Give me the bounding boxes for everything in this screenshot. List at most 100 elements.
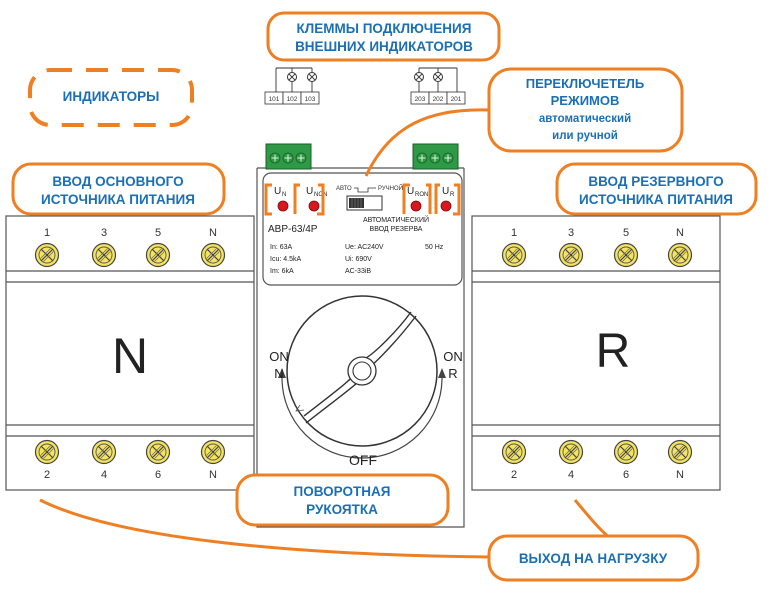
indicator-uron-sub: RON xyxy=(415,192,428,198)
screw-icon xyxy=(91,439,117,465)
indicator-uron-letter: U xyxy=(407,186,414,197)
rotary-handle[interactable] xyxy=(278,295,446,459)
right-bottom-label-2: 2 xyxy=(511,469,517,481)
external-terminals-left: 101 102 103 xyxy=(264,67,320,105)
green-terminal-block-left xyxy=(265,143,312,170)
left-top-label-n: N xyxy=(209,227,217,239)
led-un-icon xyxy=(277,200,289,212)
callout-reserve-input-line1: ВВОД РЕЗЕРВНОГО xyxy=(588,174,723,189)
right-module-letter: R xyxy=(596,325,631,378)
mode-auto-label: АВТО xyxy=(336,186,352,192)
external-terminals-right: 203 202 201 xyxy=(410,67,466,105)
callout-reserve-input: ВВОД РЕЗЕРВНОГО ИСТОЧНИКА ПИТАНИЯ xyxy=(555,162,758,216)
device-spec-in: In: 63A xyxy=(270,244,293,251)
device-spec-icu: Icu: 4.5kA xyxy=(270,256,301,263)
terminal-screw-icon xyxy=(295,152,307,164)
callout-reserve-input-line2: ИСТОЧНИКА ПИТАНИЯ xyxy=(579,192,733,207)
screw-icon xyxy=(34,439,60,465)
terminal-102: 102 xyxy=(287,96,298,103)
callout-rotary-handle: ПОВОРОТНАЯ РУКОЯТКА xyxy=(235,473,450,527)
callout-terminals-line2: ВНЕШНИХ ИНДИКАТОРОВ xyxy=(295,39,473,54)
callout-switch-line3: автоматический xyxy=(539,113,631,125)
indicator-un-letter: U xyxy=(274,186,281,197)
lamp-icon xyxy=(307,72,317,82)
indicator-uron: U RON xyxy=(407,186,428,212)
left-top-label-1: 1 xyxy=(44,227,50,239)
callout-handle-line2: РУКОЯТКА xyxy=(306,502,378,517)
indicator-highlight-left xyxy=(264,183,325,216)
right-top-label-5: 5 xyxy=(623,227,629,239)
screw-icon xyxy=(200,242,226,268)
left-top-label-3: 3 xyxy=(101,227,107,239)
callout-mode-switch: ПЕРЕКЛЮЧЕТЕЛЬ РЕЖИМОВ автоматический или… xyxy=(364,67,684,177)
led-uron-icon xyxy=(410,200,422,212)
callout-handle-line1: ПОВОРОТНАЯ xyxy=(294,484,391,499)
left-bottom-label-2: 2 xyxy=(44,469,50,481)
callout-terminals-line1: КЛЕММЫ ПОДКЛЮЧЕНИЯ xyxy=(297,21,472,36)
screw-icon xyxy=(200,439,226,465)
indicator-un-sub: N xyxy=(282,192,286,198)
led-unon-icon xyxy=(308,200,320,212)
terminal-201: 201 xyxy=(451,96,462,103)
device-subtitle-line2: ВВОД РЕЗЕРВА xyxy=(370,226,423,233)
device-spec-ue: Ue: AC240V xyxy=(345,244,384,251)
dial-on-left: ON xyxy=(269,349,289,364)
indicator-unon-letter: U xyxy=(306,186,313,197)
led-ur-icon xyxy=(440,200,452,212)
mode-switch[interactable]: АВТО РУЧНОЙ xyxy=(336,184,403,211)
callout-indicators: ИНДИКАТОРЫ xyxy=(28,68,194,127)
callout-switch-line2: РЕЖИМОВ xyxy=(551,93,620,108)
left-module-n: N 1 3 5 N 2 4 6 N xyxy=(5,215,255,491)
right-bottom-label-4: 4 xyxy=(568,469,574,481)
left-top-label-5: 5 xyxy=(155,227,161,239)
left-module-letter: N xyxy=(112,328,148,384)
screw-icon xyxy=(145,439,171,465)
device-spec-ac: AC-33iB xyxy=(345,268,371,275)
screw-icon xyxy=(667,439,693,465)
callout-main-input-line1: ВВОД ОСНОВНОГО xyxy=(52,174,183,189)
callout-switch-line4: или ручной xyxy=(552,130,618,142)
dial-n-left: N xyxy=(274,366,283,381)
right-top-label-3: 3 xyxy=(568,227,574,239)
right-top-label-1: 1 xyxy=(511,227,517,239)
dial-arrow-left-icon xyxy=(278,368,286,378)
dial-off: OFF xyxy=(349,452,377,468)
terminal-101: 101 xyxy=(269,96,280,103)
terminal-103: 103 xyxy=(305,96,316,103)
indicator-ur: U R xyxy=(440,186,455,212)
terminal-screw-icon xyxy=(429,152,441,164)
dial-r-right: R xyxy=(448,366,457,381)
callout-output: ВЫХОД НА НАГРУЗКУ xyxy=(39,498,700,582)
left-bottom-label-n: N xyxy=(209,469,217,481)
callout-main-input: ВВОД ОСНОВНОГО ИСТОЧНИКА ПИТАНИЯ xyxy=(11,162,226,216)
indicator-ur-sub: R xyxy=(450,192,455,198)
device-model: АВР-63/4Р xyxy=(268,224,318,235)
callout-output-text: ВЫХОД НА НАГРУЗКУ xyxy=(519,551,668,566)
callout-external-terminals: КЛЕММЫ ПОДКЛЮЧЕНИЯ ВНЕШНИХ ИНДИКАТОРОВ xyxy=(266,11,501,62)
right-bottom-label-6: 6 xyxy=(623,469,629,481)
left-bottom-label-4: 4 xyxy=(101,469,107,481)
callout-switch-pointer xyxy=(364,108,490,177)
callout-output-pointer-left xyxy=(39,498,491,559)
mode-manual-label: РУЧНОЙ xyxy=(378,184,403,192)
indicator-un: U N xyxy=(274,186,289,212)
screw-icon xyxy=(91,242,117,268)
dial-arc xyxy=(281,377,443,459)
callout-output-pointer-right xyxy=(573,499,611,540)
terminal-screw-icon xyxy=(416,152,428,164)
screw-icon xyxy=(613,439,639,465)
terminal-screw-icon xyxy=(442,152,454,164)
terminal-screw-icon xyxy=(282,152,294,164)
terminal-screw-icon xyxy=(269,152,281,164)
device-freq: 50 Hz xyxy=(425,244,444,251)
right-top-label-n: N xyxy=(676,227,684,239)
screw-icon xyxy=(613,242,639,268)
mode-switch-knob-icon[interactable] xyxy=(349,198,364,208)
device-subtitle-line1: АВТОМАТИЧЕСКИЙ xyxy=(363,215,429,224)
mode-switch-bracket xyxy=(354,187,376,193)
device-spec-ui: Ui: 690V xyxy=(345,256,372,263)
callout-indicators-text: ИНДИКАТОРЫ xyxy=(63,89,160,104)
screw-icon xyxy=(558,242,584,268)
dial-on-right: ON xyxy=(443,349,463,364)
lamp-icon xyxy=(414,72,424,82)
